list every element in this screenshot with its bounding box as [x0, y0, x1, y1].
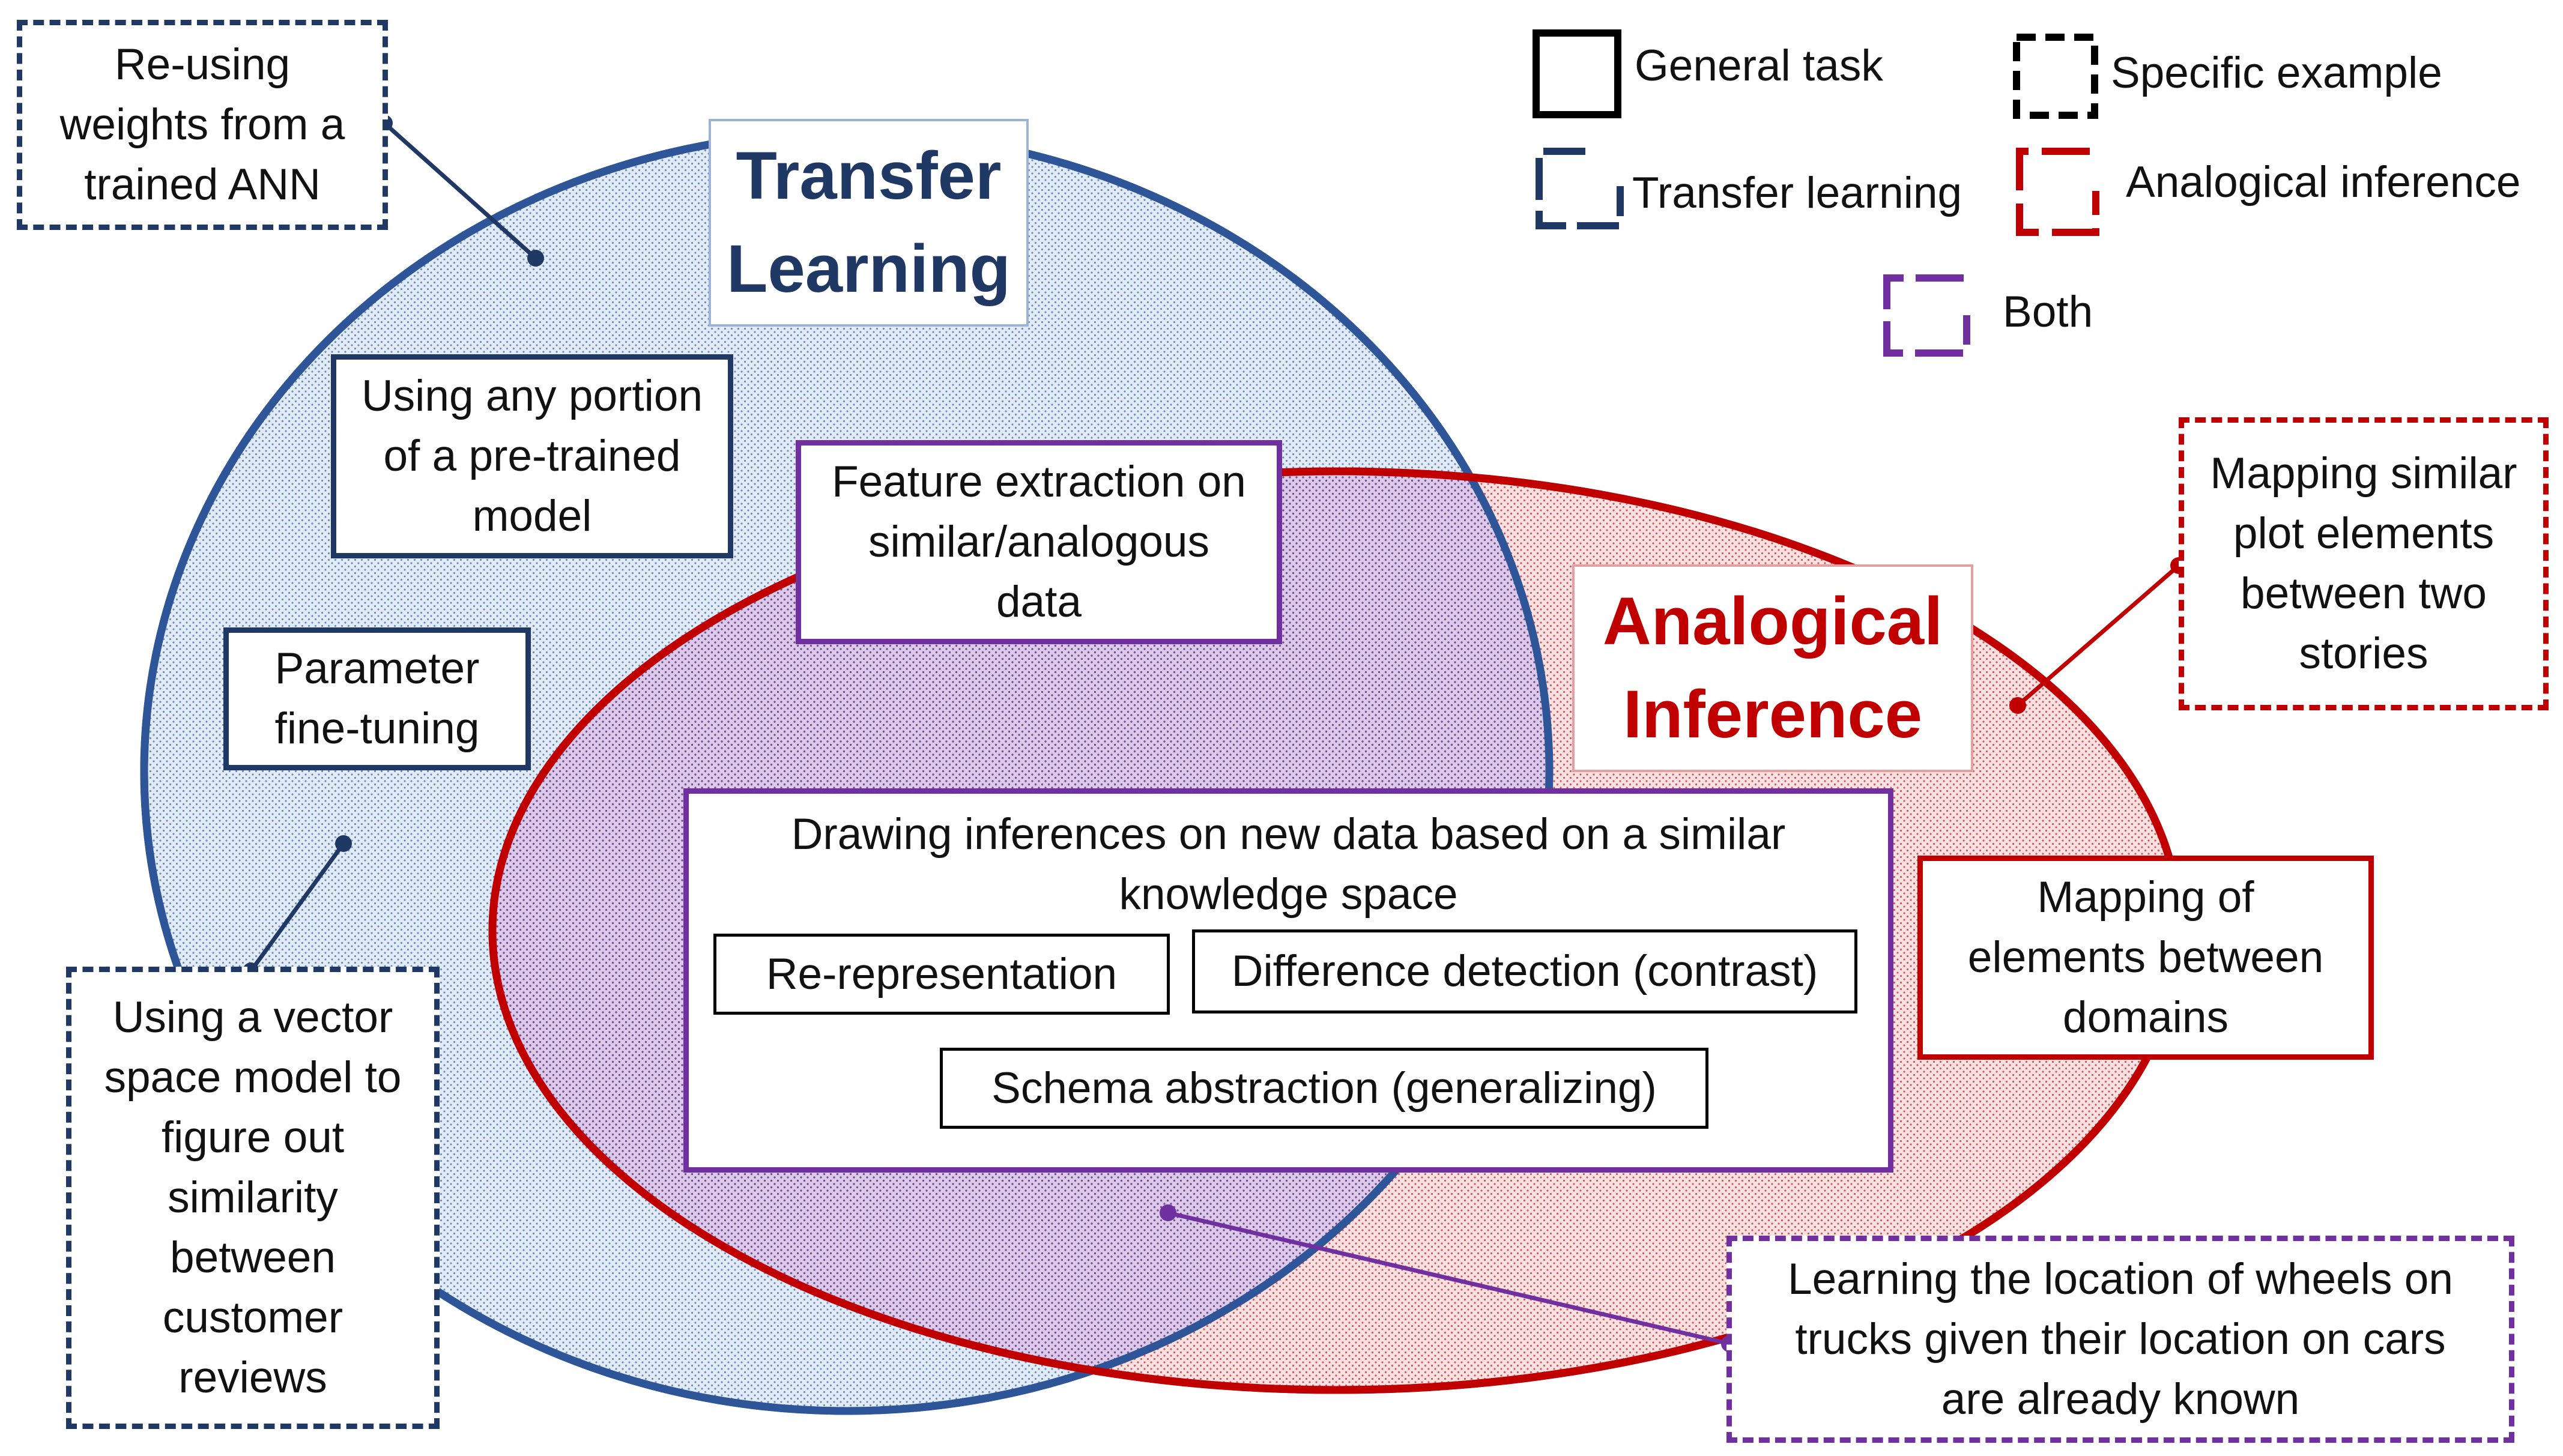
feature-extraction-line: similar/analogous — [868, 518, 1210, 566]
legend-swatch-general-task — [1533, 29, 1621, 118]
vector-space-line: Using a vector — [112, 993, 393, 1042]
box-learning-wheels: Learning the location of wheels on truck… — [1726, 1236, 2514, 1443]
using-portion-line: model — [472, 492, 592, 540]
parameter-tuning-line: Parameter — [274, 644, 480, 693]
reusing-weights-line: weights from a — [59, 100, 345, 149]
vector-space-line: space model to — [104, 1053, 402, 1102]
analogical-title-line1: Analogical — [1602, 584, 1943, 659]
legend-general-task: General task — [1635, 41, 1883, 90]
vector-space-line: reviews — [178, 1353, 327, 1402]
reusing-weights-line: trained ANN — [84, 160, 321, 209]
box-difference-detection: Difference detection (contrast) — [1192, 929, 1857, 1013]
analogical-inference-title: Analogical Inference — [1572, 564, 1973, 772]
vector-space-line: customer — [162, 1293, 343, 1342]
feature-extraction-line: data — [996, 578, 1082, 626]
analogical-title-line2: Inference — [1623, 677, 1922, 752]
connector-mapping-plot — [2009, 557, 2187, 714]
feature-extraction-line: Feature extraction on — [832, 458, 1246, 506]
vector-space-line: figure out — [161, 1113, 345, 1162]
box-feature-extraction: Feature extraction on similar/analogous … — [796, 440, 1282, 644]
box-reusing-weights: Re-using weights from a trained ANN — [17, 20, 388, 230]
vector-space-line: between — [170, 1233, 336, 1282]
mapping-plot-line: stories — [2299, 629, 2428, 678]
learning-wheels-line: trucks given their location on cars — [1795, 1314, 2446, 1364]
box-mapping-elements: Mapping of elements between domains — [1917, 856, 2374, 1060]
difference-detection-label: Difference detection (contrast) — [1231, 947, 1818, 995]
legend-specific-example: Specific example — [2111, 49, 2442, 97]
box-parameter-tuning: Parameter fine-tuning — [223, 627, 531, 770]
legend-swatch-specific-example — [2013, 34, 2098, 119]
legend-both: Both — [2003, 288, 2093, 336]
legend-swatch-both — [1883, 274, 1970, 357]
box-vector-space: Using a vector space model to figure out… — [66, 967, 440, 1429]
vector-space-line: similarity — [168, 1173, 338, 1222]
mapping-elements-line: domains — [2063, 993, 2229, 1042]
mapping-elements-line: elements between — [1967, 933, 2324, 982]
transfer-learning-title: Transfer Learning — [709, 119, 1029, 327]
legend-swatch-analogical-inference — [2016, 148, 2099, 236]
learning-wheels-line: Learning the location of wheels on — [1788, 1254, 2453, 1303]
mapping-elements-line: Mapping of — [2037, 873, 2254, 922]
mapping-plot-line: Mapping similar — [2210, 449, 2517, 498]
legend-transfer-learning: Transfer learning — [1632, 169, 1962, 217]
legend-swatch-transfer-learning — [1536, 148, 1624, 229]
learning-wheels-line: are already known — [1941, 1374, 2300, 1424]
parameter-tuning-line: fine-tuning — [274, 704, 480, 753]
drawing-inferences-line: Drawing inferences on new data based on … — [791, 810, 1786, 859]
re-representation-label: Re-representation — [766, 949, 1118, 998]
reusing-weights-line: Re-using — [114, 40, 291, 89]
transfer-title-line1: Transfer — [736, 138, 1002, 214]
box-re-representation: Re-representation — [713, 934, 1170, 1015]
box-mapping-plot: Mapping similar plot elements between tw… — [2179, 417, 2549, 710]
schema-abstraction-label: Schema abstraction (generalizing) — [991, 1063, 1657, 1113]
using-portion-line: of a pre-trained — [383, 432, 681, 480]
drawing-inferences-line: knowledge space — [1119, 870, 1458, 919]
legend-analogical-inference: Analogical inference — [2126, 158, 2521, 207]
mapping-plot-line: plot elements — [2233, 509, 2495, 558]
box-schema-abstraction: Schema abstraction (generalizing) — [940, 1048, 1708, 1129]
box-using-portion: Using any portion of a pre-trained model — [331, 354, 733, 558]
using-portion-line: Using any portion — [361, 372, 703, 420]
mapping-plot-line: between two — [2241, 569, 2487, 618]
transfer-title-line2: Learning — [727, 231, 1011, 306]
